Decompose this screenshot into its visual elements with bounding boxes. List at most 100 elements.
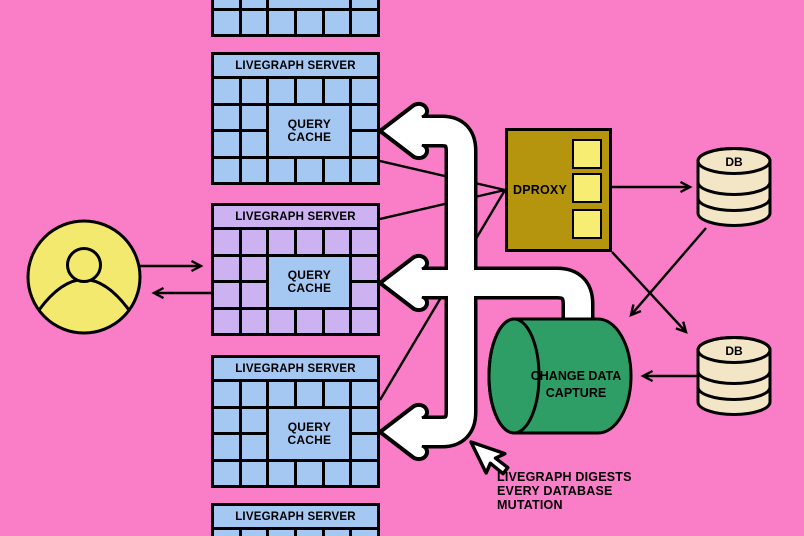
grid-cell bbox=[352, 105, 377, 129]
grid-cell bbox=[214, 309, 239, 333]
grid-cell bbox=[296, 530, 322, 536]
grid-cell bbox=[241, 10, 267, 34]
grid-cell bbox=[324, 382, 350, 406]
db2-cylinder: DB bbox=[696, 336, 772, 416]
server-header: LIVEGRAPH SERVER bbox=[214, 55, 377, 76]
grid-cell bbox=[296, 10, 322, 34]
grid-cell bbox=[269, 530, 294, 536]
user-icon bbox=[26, 219, 142, 335]
server-header: LIVEGRAPH SERVER bbox=[214, 358, 377, 379]
grid-cell bbox=[352, 461, 377, 485]
grid-cell bbox=[214, 256, 239, 280]
grid-cell bbox=[241, 408, 267, 432]
db1-to-cdc-arrow bbox=[631, 227, 707, 315]
grid-cell bbox=[296, 158, 322, 182]
arrowhead-into-server2 bbox=[378, 253, 430, 313]
grid-cell bbox=[269, 309, 294, 333]
grid-cell bbox=[324, 530, 350, 536]
grid-cell bbox=[296, 79, 322, 103]
grid-cell bbox=[324, 230, 350, 254]
user-shoulders bbox=[37, 278, 131, 311]
grid-cell bbox=[352, 0, 377, 8]
grid-cell bbox=[241, 461, 267, 485]
grid-cell bbox=[352, 408, 377, 432]
pipe-main-outline bbox=[420, 266, 595, 326]
cdc-cylinder: CHANGE DATA CAPTURE bbox=[487, 317, 633, 435]
db1-cylinder: DB bbox=[696, 147, 772, 227]
grid-cell bbox=[296, 230, 322, 254]
grid-cell bbox=[241, 435, 267, 459]
grid-cell bbox=[214, 530, 239, 536]
grid-cell bbox=[269, 382, 294, 406]
grid-cell bbox=[214, 0, 239, 8]
grid-cell bbox=[296, 309, 322, 333]
grid-cell bbox=[214, 461, 239, 485]
grid-cell bbox=[269, 10, 294, 34]
grid-cell bbox=[296, 382, 322, 406]
grid-cell bbox=[214, 435, 239, 459]
grid-cell bbox=[324, 79, 350, 103]
grid-cell bbox=[324, 309, 350, 333]
grid-cell bbox=[324, 158, 350, 182]
grid-cell bbox=[241, 105, 267, 129]
cdc-label-line1: CHANGE DATA bbox=[531, 369, 622, 383]
grid-cell bbox=[214, 79, 239, 103]
grid-cell bbox=[352, 382, 377, 406]
grid-cell bbox=[352, 79, 377, 103]
grid-cell bbox=[214, 10, 239, 34]
dproxy-slot-icon bbox=[572, 139, 602, 169]
db1-label: DB bbox=[725, 155, 743, 169]
grid-cell bbox=[214, 408, 239, 432]
grid-cell bbox=[214, 132, 239, 156]
dproxy-box: DPROXY bbox=[505, 128, 612, 252]
db2-label: DB bbox=[725, 344, 743, 358]
caption-text: LIVEGRAPH DIGESTS EVERY DATABASE MUTATIO… bbox=[497, 470, 632, 512]
arrowhead-into-server3 bbox=[378, 402, 430, 462]
grid-cell bbox=[269, 79, 294, 103]
pipe-arrowheads bbox=[378, 101, 430, 462]
grid-cell bbox=[241, 79, 267, 103]
pipe-vertical-outline bbox=[420, 114, 478, 449]
grid-cell bbox=[352, 230, 377, 254]
pipe-vertical bbox=[420, 118, 474, 445]
dproxy-to-server2-line bbox=[379, 188, 506, 221]
grid-cell bbox=[352, 283, 377, 307]
dproxy-slot-icon bbox=[572, 173, 602, 203]
grid-cell bbox=[214, 105, 239, 129]
query-cache: QUERY CACHE bbox=[269, 0, 350, 8]
livegraph-server-box-2: LIVEGRAPH SERVER QUERY CACHE bbox=[211, 203, 380, 336]
grid-cell bbox=[324, 10, 350, 34]
user-head bbox=[66, 247, 102, 283]
grid-cell bbox=[324, 461, 350, 485]
query-cache: QUERY CACHE bbox=[269, 105, 350, 156]
user-circle bbox=[26, 219, 142, 335]
grid-cell bbox=[214, 230, 239, 254]
dproxy-label: DPROXY bbox=[513, 183, 567, 197]
grid-cell bbox=[352, 10, 377, 34]
grid-cell bbox=[214, 382, 239, 406]
grid-cell bbox=[269, 461, 294, 485]
grid-cell bbox=[241, 309, 267, 333]
grid-cell bbox=[241, 256, 267, 280]
grid-cell bbox=[241, 283, 267, 307]
livegraph-server-box-0: LIVEGRAPH SERVER QUERY CACHE bbox=[211, 0, 380, 37]
grid-cell bbox=[241, 230, 267, 254]
livegraph-server-box-4: LIVEGRAPH SERVER QUERY CACHE bbox=[211, 503, 380, 536]
grid-cell bbox=[269, 158, 294, 182]
query-cache: QUERY CACHE bbox=[269, 256, 350, 307]
dproxy-to-server1-line bbox=[379, 159, 506, 192]
grid-cell bbox=[214, 283, 239, 307]
pipe-main bbox=[420, 270, 591, 326]
grid-cell bbox=[352, 530, 377, 536]
grid-cell bbox=[269, 230, 294, 254]
server-header: LIVEGRAPH SERVER bbox=[214, 506, 377, 527]
arrowhead-into-server1 bbox=[378, 101, 430, 161]
server-header: LIVEGRAPH SERVER bbox=[214, 206, 377, 227]
grid-cell bbox=[241, 530, 267, 536]
grid-cell bbox=[352, 309, 377, 333]
cdc-label-line2: CAPTURE bbox=[546, 386, 606, 400]
grid-cell bbox=[241, 382, 267, 406]
grid-cell bbox=[352, 132, 377, 156]
grid-cell bbox=[352, 256, 377, 280]
